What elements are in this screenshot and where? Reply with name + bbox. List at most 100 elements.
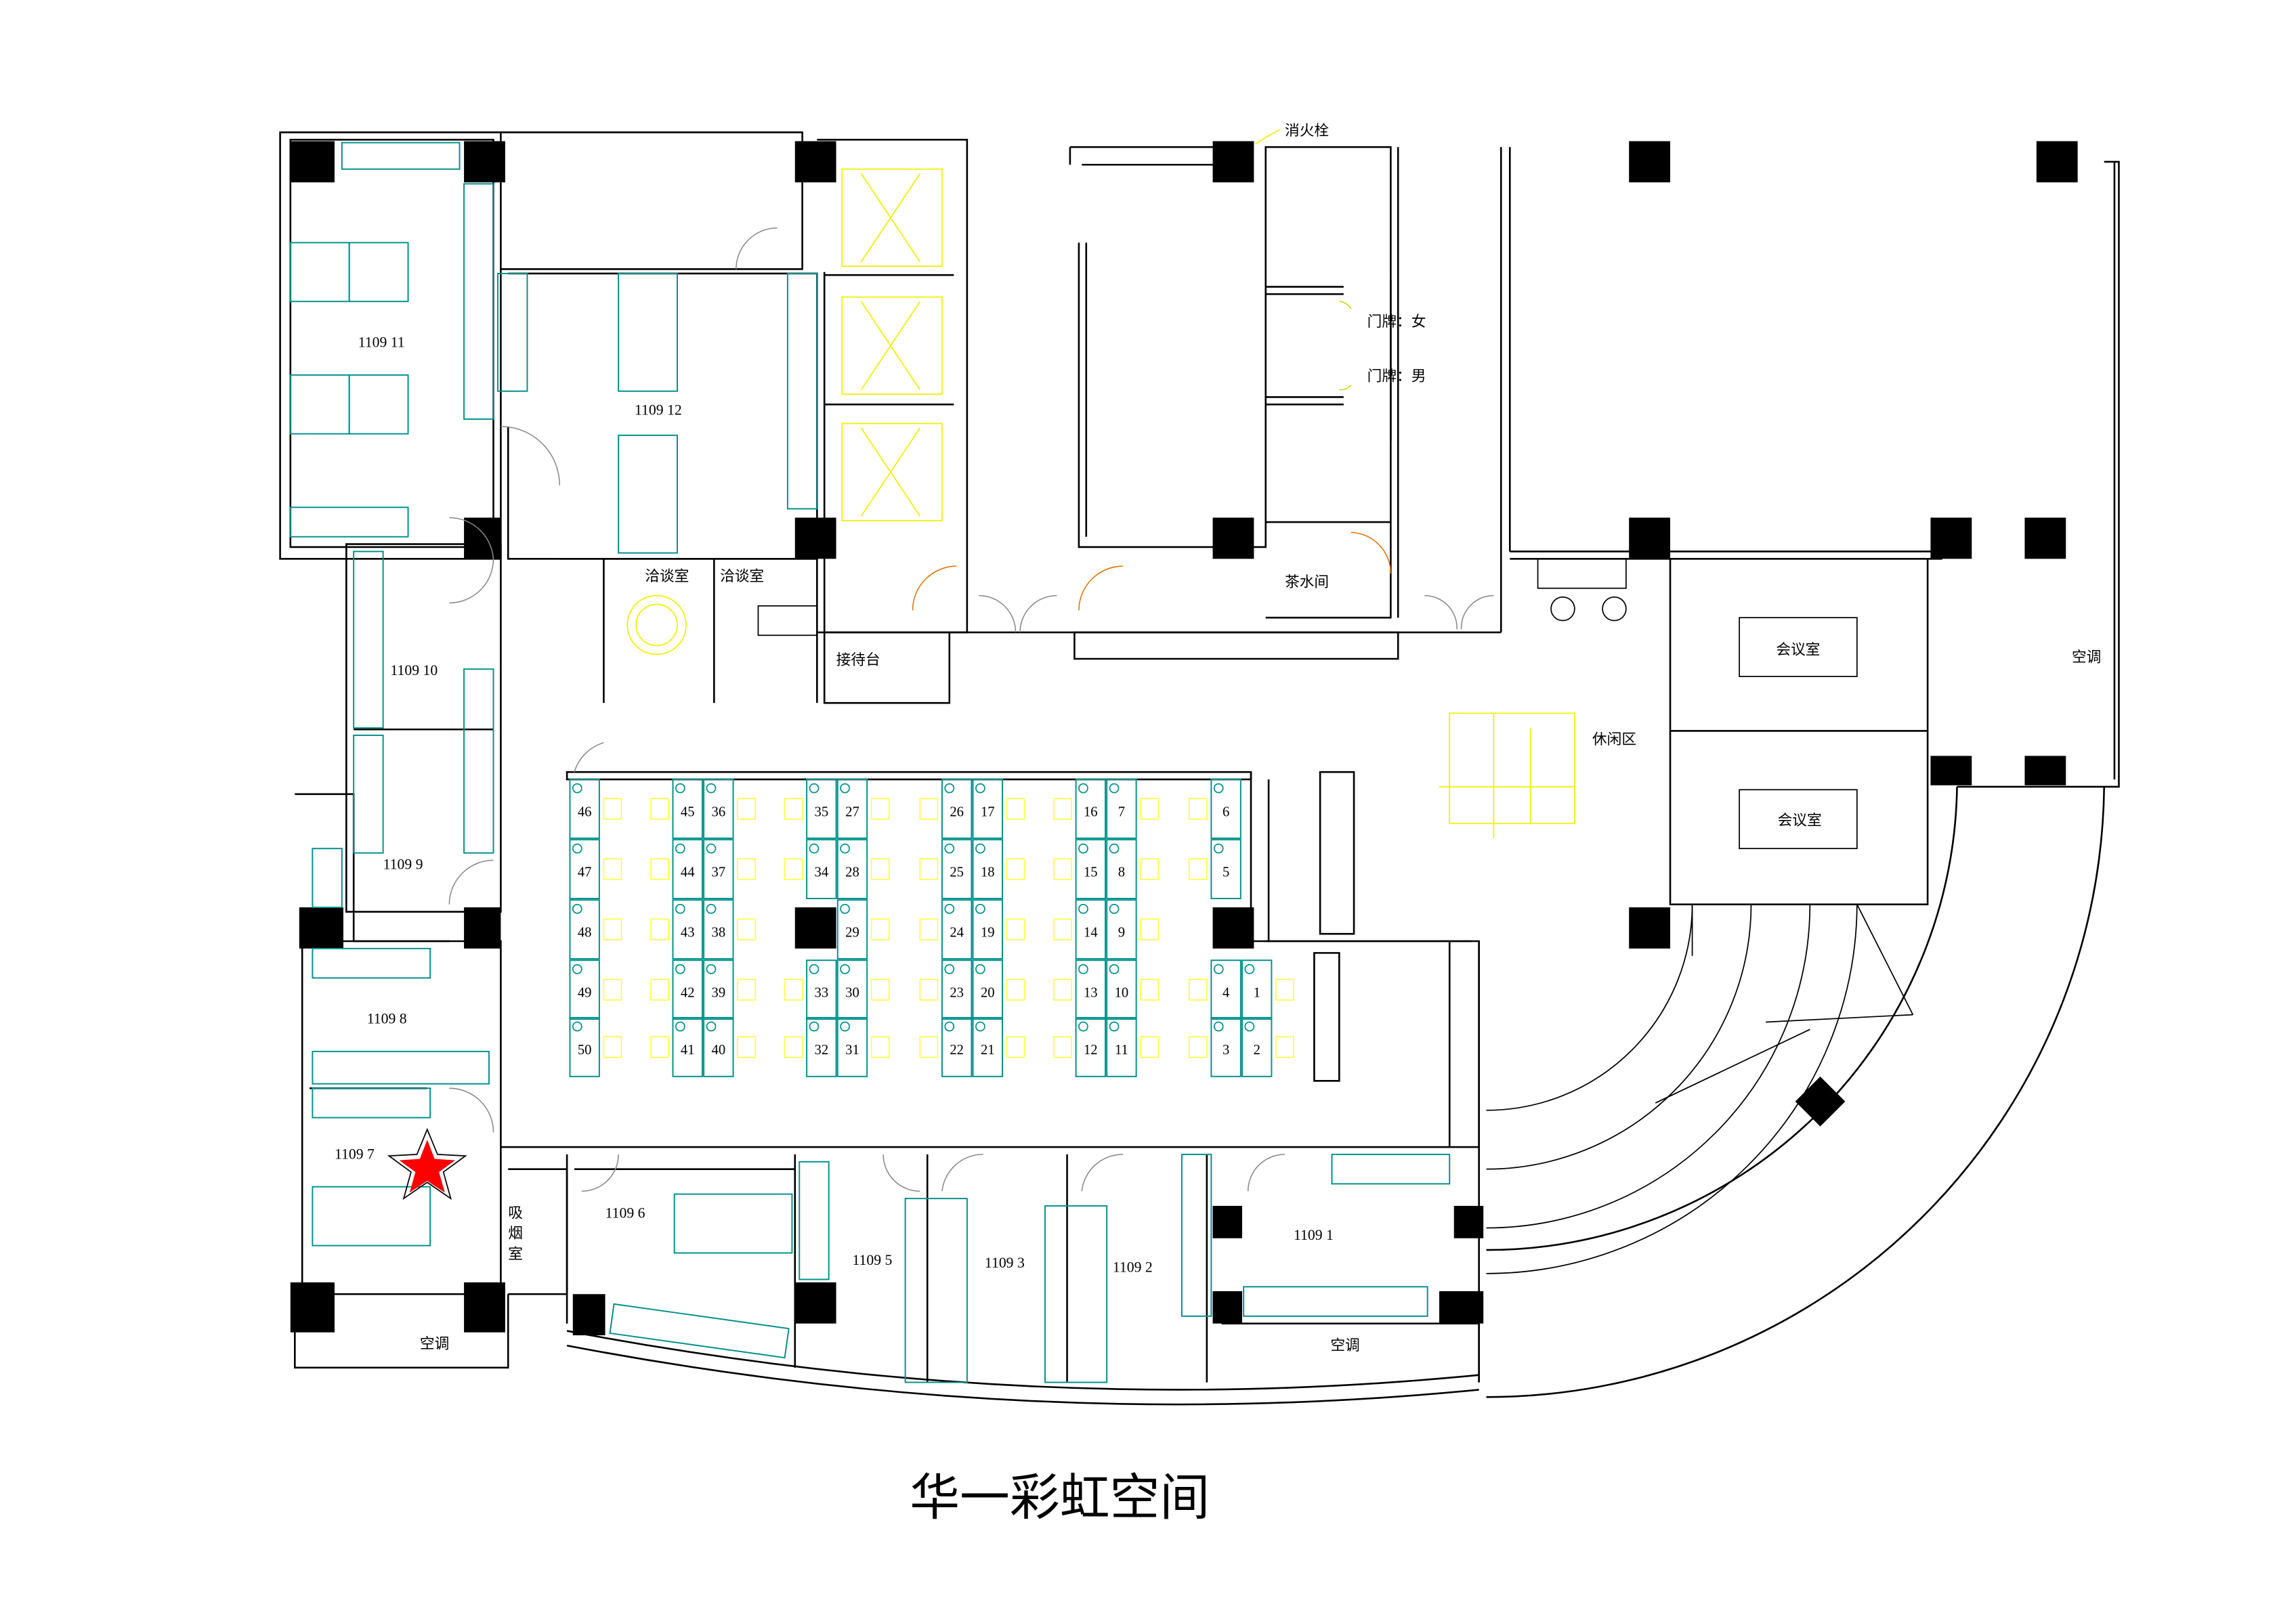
desk-number: 29 [845,925,859,940]
desk-number: 23 [950,986,964,1001]
desk-number: 11 [1115,1043,1128,1058]
workstation-desk [1241,1016,1273,1077]
room-label-1109-7: 1109 7 [335,1146,375,1162]
power-outlet-icon [944,903,955,914]
desk-number: 34 [815,865,829,880]
desk-number: 30 [845,986,859,1001]
chair-icon [1140,978,1159,1001]
desk-number: 27 [845,804,859,819]
power-outlet-icon [840,1021,850,1032]
desk-number: 18 [981,865,995,880]
power-outlet-icon [1213,1021,1224,1032]
label-sign-male: 门牌：男 [1367,368,1426,385]
desk-number: 12 [1084,1043,1098,1058]
room-label-1109-3: 1109 3 [985,1255,1025,1271]
workstation-desk [806,779,837,839]
power-outlet-icon [1078,843,1088,854]
label-reception: 接待台 [836,652,880,669]
power-outlet-icon [1078,903,1088,914]
chair-icon [870,798,890,820]
chair-icon [919,798,939,820]
power-outlet-icon [944,783,955,794]
power-outlet-icon [840,783,850,794]
room-label-1109-9: 1109 9 [383,857,423,873]
chair-icon [1053,1036,1072,1058]
chair-icon [784,798,803,820]
chair-icon [1189,858,1208,880]
desk-number: 10 [1115,986,1129,1001]
chair-icon [870,858,890,880]
power-outlet-icon [572,783,582,794]
power-outlet-icon [572,1021,582,1032]
power-outlet-icon [975,964,985,974]
chair-icon [870,1036,890,1058]
desk-number: 44 [681,865,695,880]
workstation-desk [941,779,973,839]
desk-number: 16 [1084,804,1098,819]
workstation-desk [941,839,973,899]
open-office-desks: 4647484950454443424136373839403534333227… [569,779,1294,1077]
workstation-desk [1075,839,1106,899]
workstation-desk [972,839,1003,899]
chair-icon [603,918,622,940]
chair-icon [1189,798,1208,820]
chair-icon [650,798,669,820]
power-outlet-icon [706,1021,717,1032]
label-smoking-room-2: 烟 [508,1226,523,1242]
walls [279,131,2120,1406]
power-outlet-icon [1109,903,1120,914]
power-outlet-icon [675,964,685,974]
desk-number: 31 [845,1043,859,1058]
desk-number: 48 [578,925,592,940]
desk-number: 1 [1254,986,1260,1001]
workstation-desk [1106,1016,1137,1077]
label-smoking-room-1: 吸 [508,1205,523,1221]
chair-icon [1006,1036,1025,1058]
workstation-desk [569,899,600,960]
workstation-desk [672,1016,703,1077]
power-outlet-icon [840,903,850,914]
workstation-desk [972,779,1003,839]
power-outlet-icon [1213,843,1224,854]
power-outlet-icon [706,964,717,974]
workstation-desk [941,959,973,1020]
power-outlet-icon [1109,964,1120,974]
workstation-desk [703,899,734,960]
chair-icon [1006,918,1025,940]
workstation-desk [1241,959,1273,1020]
chair-icon [1006,858,1025,880]
desk-number: 41 [681,1043,695,1058]
desk-number: 20 [981,986,995,1001]
label-ac-bottom: 空调 [1330,1337,1359,1354]
power-outlet-icon [944,964,955,974]
desk-number: 38 [712,925,726,940]
desk-number: 28 [845,865,859,880]
chair-icon [870,978,890,1001]
power-outlet-icon [809,843,820,854]
chair-icon [1140,1036,1159,1058]
power-outlet-icon [1244,1021,1255,1032]
room-label-1109-5: 1109 5 [852,1252,892,1268]
room-label-1109-10: 1109 10 [390,662,438,678]
workstation-desk [1075,899,1106,960]
chair-icon [737,978,756,1001]
chair-icon [650,1036,669,1058]
power-outlet-icon [975,843,985,854]
power-outlet-icon [809,1021,820,1032]
workstation-desk [1210,959,1241,1020]
elevator-shafts [841,168,943,521]
workstation-desk [703,779,734,839]
power-outlet-icon [675,783,685,794]
workstation-desk [941,1016,973,1077]
area-labels: 洽谈室 洽谈室 接待台 茶水间 休闲区 会议室 会议室 空调 空调 空调 吸 烟… [420,123,2101,1354]
desk-number: 32 [815,1043,829,1058]
chair-icon [1140,918,1159,940]
workstation-desk [1075,779,1106,839]
workstation-desk [806,839,837,899]
workstation-desk [1075,1016,1106,1077]
desk-number: 22 [950,1043,964,1058]
power-outlet-icon [1078,964,1088,974]
desk-number: 50 [578,1043,592,1058]
chair-icon [1053,798,1072,820]
chair-icon [1189,1036,1208,1058]
